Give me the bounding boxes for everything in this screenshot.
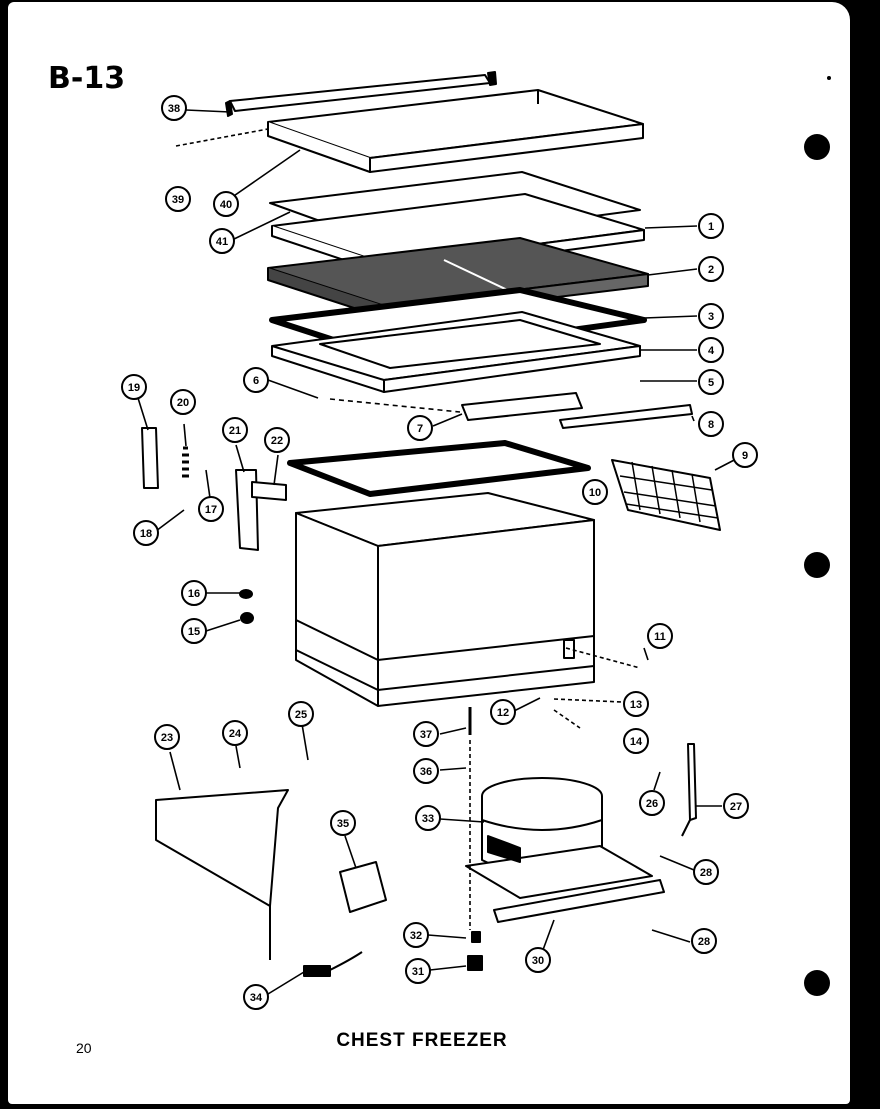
binder-hole [804,970,830,996]
svg-text:5: 5 [708,377,714,389]
callout-9: 9 [732,442,758,468]
page-number: 20 [76,1040,92,1056]
svg-text:31: 31 [412,966,424,978]
callout-6: 6 [243,367,269,393]
callout-18: 18 [133,520,159,546]
svg-text:7: 7 [417,423,423,435]
svg-text:37: 37 [420,729,432,741]
svg-text:33: 33 [422,813,434,825]
callout-22: 22 [264,427,290,453]
svg-text:17: 17 [205,504,217,516]
callout-20: 20 [170,389,196,415]
callout-17: 17 [198,496,224,522]
svg-text:13: 13 [630,699,642,711]
callout-30: 30 [525,947,551,973]
callout-21: 21 [222,417,248,443]
svg-text:26: 26 [646,798,658,810]
callout-38: 38 [161,95,187,121]
callout-28b: 28 [691,928,717,954]
callout-27: 27 [723,793,749,819]
svg-text:25: 25 [295,709,307,721]
callout-40: 40 [213,191,239,217]
svg-text:19: 19 [128,382,140,394]
svg-text:27: 27 [730,801,742,813]
callout-37: 37 [413,721,439,747]
callout-14: 14 [623,728,649,754]
callout-4: 4 [698,337,724,363]
callout-2: 2 [698,256,724,282]
svg-text:38: 38 [168,103,180,115]
callout-41: 41 [209,228,235,254]
svg-text:39: 39 [172,194,184,206]
svg-text:12: 12 [497,707,509,719]
binder-hole [804,134,830,160]
callout-11: 11 [647,623,673,649]
svg-text:4: 4 [708,345,715,357]
callout-33: 33 [415,805,441,831]
callout-35: 35 [330,810,356,836]
svg-text:35: 35 [337,818,349,830]
svg-text:30: 30 [532,955,544,967]
diagram-caption: CHEST FREEZER [336,1030,507,1051]
svg-text:41: 41 [216,236,228,248]
callout-3: 3 [698,303,724,329]
callout-28: 28 [693,859,719,885]
callout-36: 36 [413,758,439,784]
callout-24: 24 [222,720,248,746]
svg-text:18: 18 [140,528,152,540]
svg-text:1: 1 [708,221,714,233]
callout-1: 1 [698,213,724,239]
svg-text:3: 3 [708,311,714,323]
svg-text:34: 34 [250,992,263,1004]
svg-text:28: 28 [700,867,712,879]
svg-text:11: 11 [654,631,666,643]
callout-labels: 1 2 3 4 5 6 7 8 9 10 11 12 13 14 15 16 1… [121,95,758,1010]
svg-text:16: 16 [188,588,200,600]
callout-19: 19 [121,374,147,400]
callout-12: 12 [490,699,516,725]
svg-text:28: 28 [698,936,710,948]
callout-32: 32 [403,922,429,948]
callout-16: 16 [181,580,207,606]
svg-text:2: 2 [708,264,714,276]
callout-13: 13 [623,691,649,717]
svg-text:14: 14 [630,736,643,748]
callout-10: 10 [582,479,608,505]
svg-text:24: 24 [229,728,242,740]
callout-26: 26 [639,790,665,816]
svg-text:40: 40 [220,199,232,211]
callout-31: 31 [405,958,431,984]
svg-text:6: 6 [253,375,259,387]
svg-text:8: 8 [708,419,714,431]
svg-text:20: 20 [177,397,189,409]
svg-text:15: 15 [188,626,200,638]
callout-15: 15 [181,618,207,644]
svg-text:10: 10 [589,487,601,499]
callout-23: 23 [154,724,180,750]
svg-text:32: 32 [410,930,422,942]
callout-39: 39 [165,186,191,212]
callout-34: 34 [243,984,269,1010]
page-id: B-13 [48,61,125,96]
callout-25: 25 [288,701,314,727]
callout-5: 5 [698,369,724,395]
callout-8: 8 [698,411,724,437]
svg-text:21: 21 [229,425,241,437]
callout-7: 7 [407,415,433,441]
binder-hole [804,552,830,578]
svg-text:9: 9 [742,450,748,462]
svg-text:22: 22 [271,435,283,447]
svg-text:36: 36 [420,766,432,778]
svg-text:23: 23 [161,732,173,744]
